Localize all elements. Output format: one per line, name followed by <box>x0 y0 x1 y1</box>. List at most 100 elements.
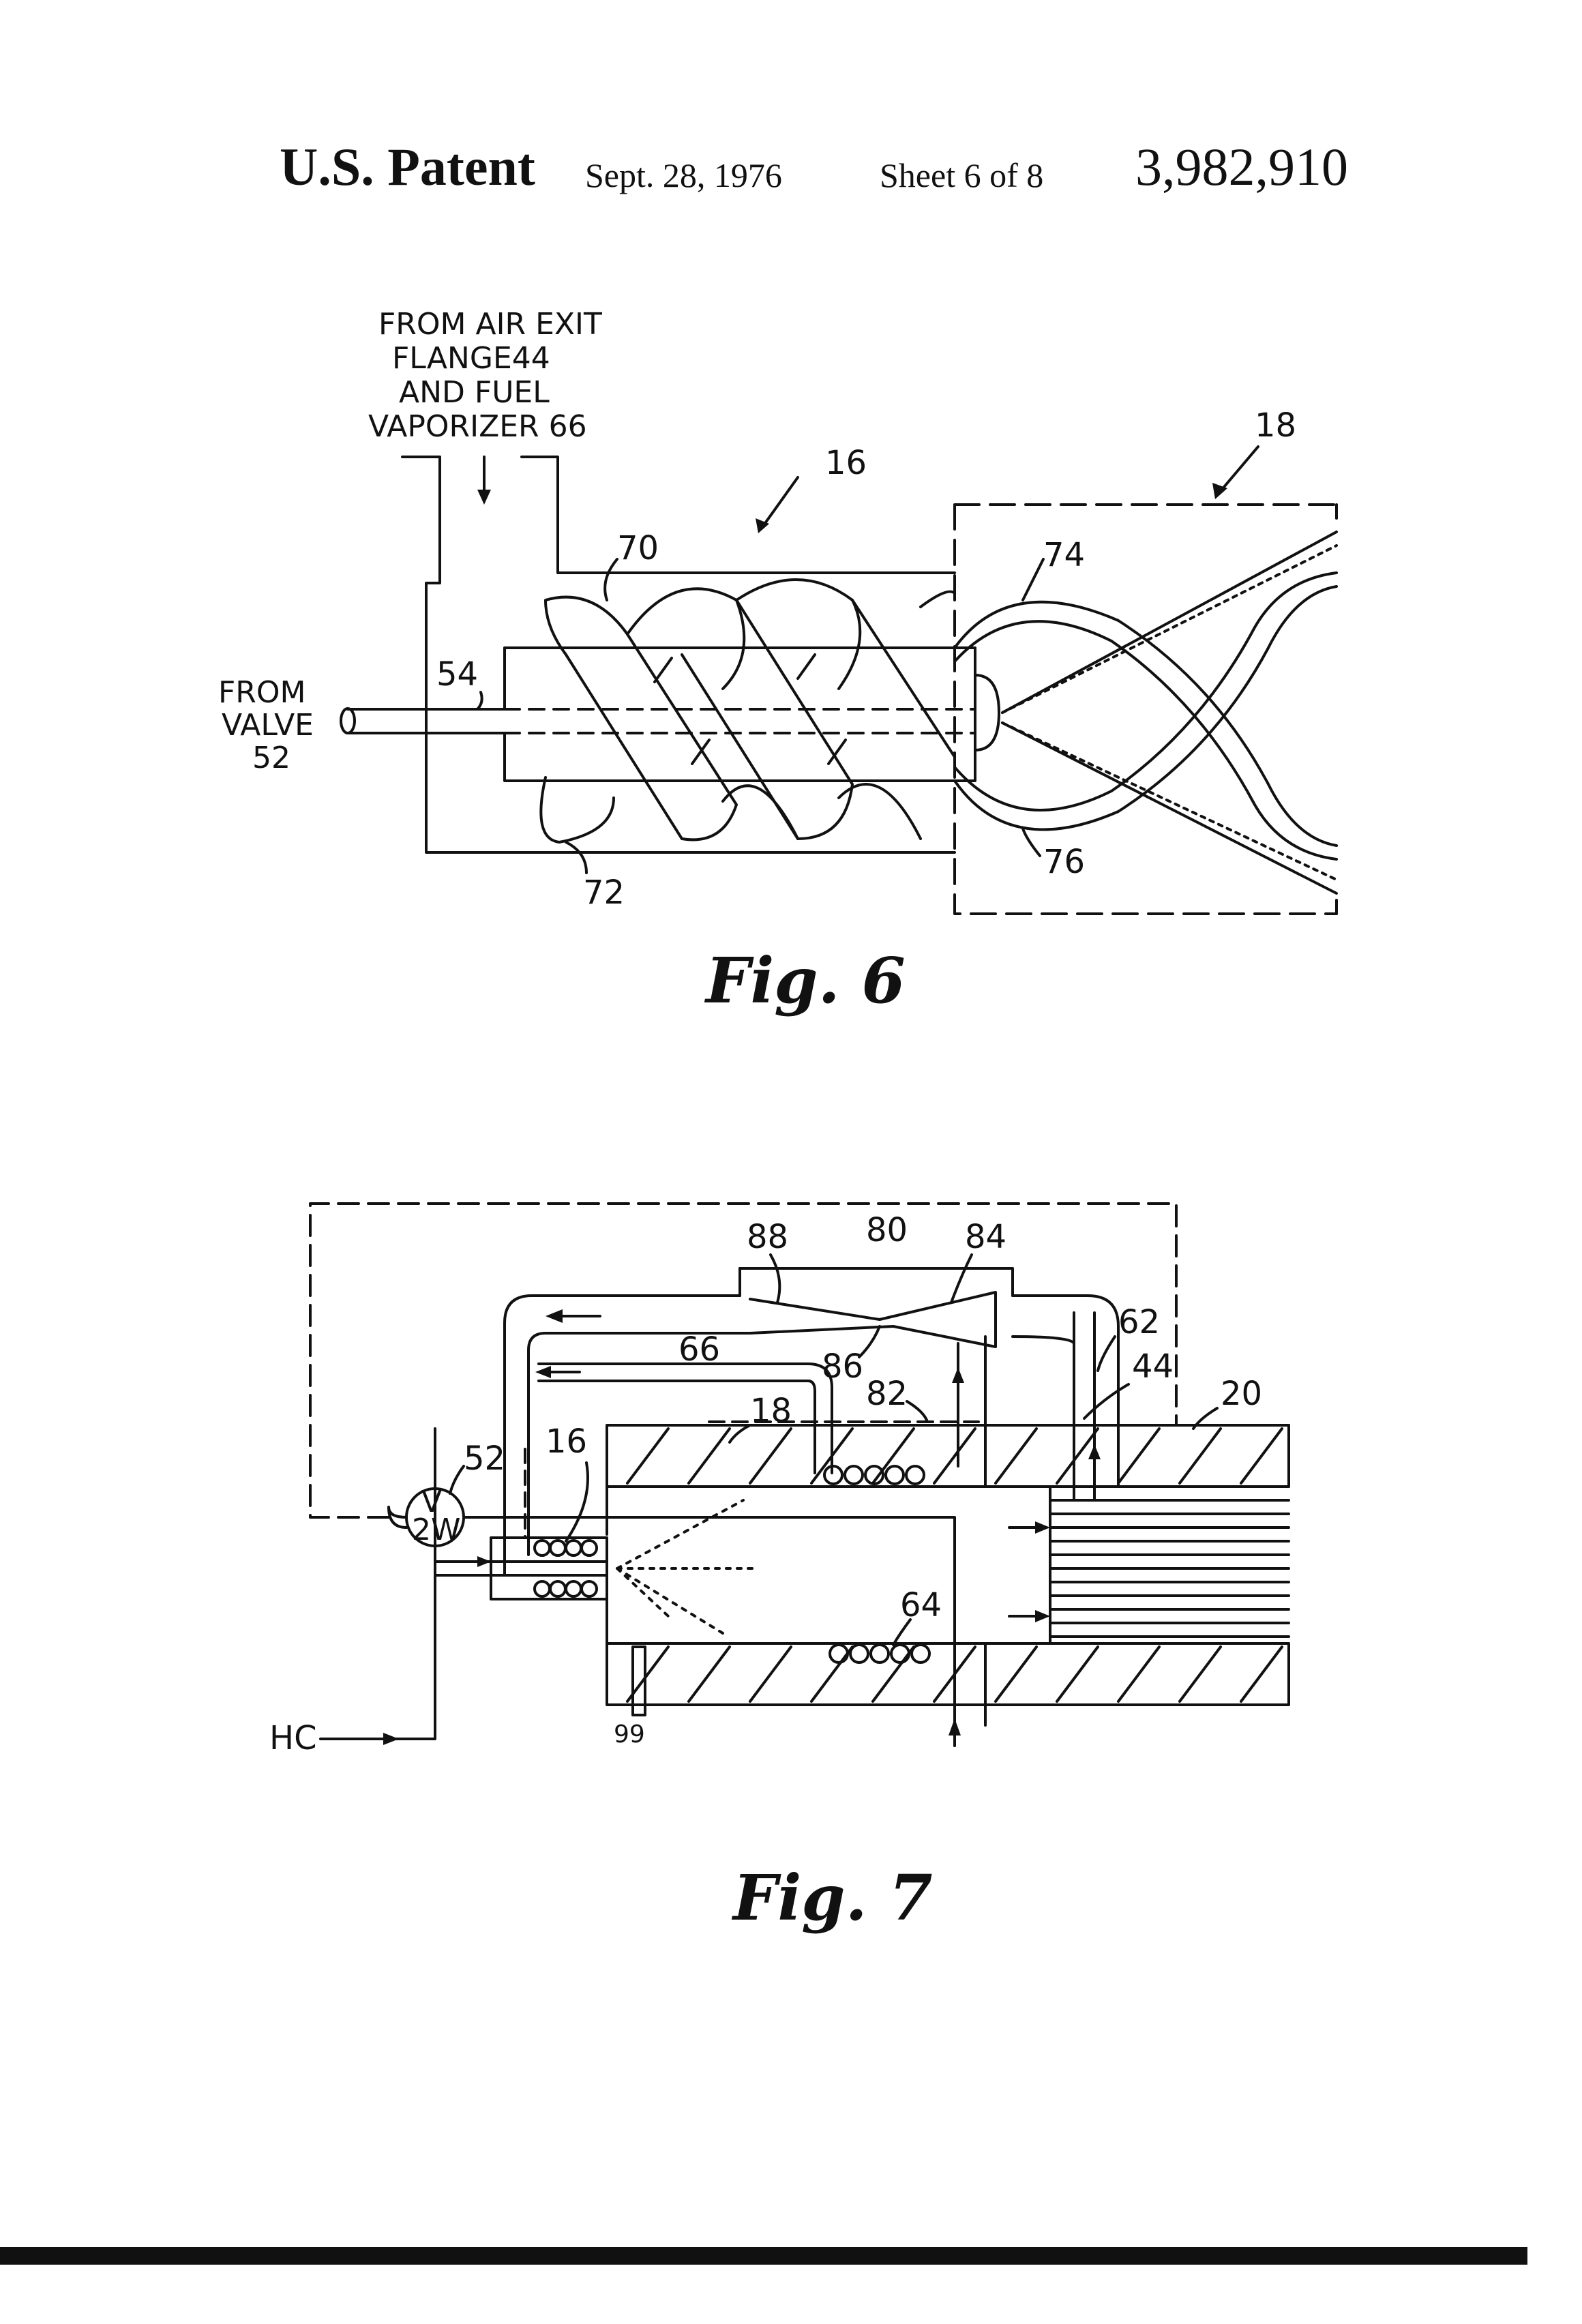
fig7-hx-plates <box>1050 1500 1289 1637</box>
fig7-ref-62: 62 <box>1118 1303 1160 1341</box>
fig7-wall-20 <box>1118 1425 1289 1487</box>
fig6-note-line1: FROM AIR EXIT <box>378 307 602 342</box>
fig7-ref-88: 88 <box>747 1218 788 1256</box>
fig6-drawing: FROM AIR EXIT FLANGE44 AND FUEL VAPORIZE… <box>218 307 1337 1017</box>
fig6-leader-70 <box>605 559 617 600</box>
fig6-ref-74: 74 <box>1043 536 1085 574</box>
fig6-note-line3: AND FUEL <box>399 375 550 410</box>
fig7-caption: Fig. 7 <box>731 1861 933 1935</box>
fig7-burner-coil-5 <box>535 1581 550 1596</box>
fig6-ref-72: 72 <box>583 874 625 912</box>
fig6-valve-pipe-end <box>341 709 355 733</box>
fig6-leader-76 <box>1023 829 1040 856</box>
fig7-ref-52: 52 <box>464 1440 505 1478</box>
fig7-leader-16 <box>566 1463 588 1541</box>
fig7-hc-line <box>320 1546 435 1739</box>
fig6-swirl-74a <box>955 602 1337 846</box>
fig6-leader-54 <box>477 692 482 709</box>
fig7-ref-20: 20 <box>1221 1375 1262 1413</box>
fig7-coil-64-4 <box>891 1645 909 1663</box>
fig6-note-line4: VAPORIZER 66 <box>368 409 587 444</box>
fig7-hx-arrowhead-1 <box>1035 1521 1050 1534</box>
fig7-leader-44 <box>1084 1384 1129 1418</box>
fig6-from-valve-line2: VALVE <box>222 708 314 743</box>
fig7-ref-44: 44 <box>1132 1347 1174 1386</box>
fig7-up-arrowhead <box>952 1367 964 1383</box>
fig7-ref-84: 84 <box>965 1218 1006 1256</box>
fig7-hx-arrowhead-2 <box>1035 1610 1050 1622</box>
fig6-leader-74 <box>1023 559 1043 600</box>
fig6-hatch-2 <box>798 655 815 679</box>
fig7-flow-arrowhead-66 <box>535 1366 551 1378</box>
fig7-burner-coil-1 <box>535 1540 550 1555</box>
fig6-leader-16 <box>764 477 798 525</box>
fig7-flow-arrowhead-top <box>546 1309 563 1323</box>
fig6-housing <box>402 457 955 852</box>
fig7-spray <box>617 1500 757 1633</box>
fig7-leader-82 <box>907 1401 927 1422</box>
fig6-swirl-76b <box>955 573 1337 810</box>
fig7-fuel-arrowhead <box>477 1556 491 1567</box>
fig7-ref-64: 64 <box>900 1586 942 1624</box>
fig7-burner-coil-2 <box>550 1540 565 1555</box>
fig7-valve-to-lower-probe <box>464 1517 955 1746</box>
fig7-leader-18 <box>730 1425 750 1442</box>
fig6-hatch-1 <box>655 658 672 682</box>
fig7-up-arrowhead-2 <box>1088 1444 1101 1459</box>
fig7-outlet-pipe-inner <box>1013 1337 1074 1343</box>
fig7-ref-80: 80 <box>866 1211 908 1249</box>
fig6-leader-18 <box>1221 447 1258 491</box>
fig6-ref-16: 16 <box>825 444 867 482</box>
fig7-probe-arrowhead <box>949 1718 961 1735</box>
fig7-coil-64-2 <box>850 1645 868 1663</box>
fig7-leader-88 <box>771 1255 779 1302</box>
fig7-coil-top-5 <box>906 1466 924 1484</box>
fig6-from-valve-line1: FROM <box>218 675 305 710</box>
fig6-ref-76: 76 <box>1043 843 1085 881</box>
fig7-ref-99: 99 <box>614 1720 645 1748</box>
fig7-ref-86: 86 <box>822 1347 863 1386</box>
fig7-coil-64-5 <box>912 1645 929 1663</box>
fig7-burner-coil-7 <box>566 1581 581 1596</box>
fig6-ref-18: 18 <box>1255 406 1296 445</box>
fig7-burner-coil-8 <box>582 1581 597 1596</box>
fig7-ref-18: 18 <box>750 1392 792 1430</box>
fig7-leader-84 <box>951 1255 972 1302</box>
fig6-ref-54: 54 <box>436 655 478 694</box>
fig7-coil-top-4 <box>886 1466 904 1484</box>
fig7-riser-44 <box>1074 1313 1094 1500</box>
bottom-scan-border <box>0 2247 1527 2265</box>
fig7-leader-62 <box>1098 1337 1115 1371</box>
fig6-inlet-arrowhead <box>477 490 491 505</box>
fig6-vane-1 <box>546 597 736 840</box>
fig7-dashed-boundary <box>310 1204 1176 1517</box>
fig6-vane-3 <box>682 600 852 839</box>
fig7-coil-top-2 <box>845 1466 863 1484</box>
fig7-burner-coil-6 <box>550 1581 565 1596</box>
fig6-vane-4-top <box>736 580 860 689</box>
fig7-ref-16: 16 <box>546 1422 587 1461</box>
fig7-coil-64-1 <box>830 1645 848 1663</box>
fig7-hc-label: HC <box>269 1719 317 1757</box>
fig6-exit-ring <box>975 675 999 750</box>
fig6-from-valve-line3: 52 <box>252 741 290 775</box>
fig7-valve-actuator <box>389 1507 406 1528</box>
fig6-vane-2-top <box>627 589 744 689</box>
fig7-burner-coil-3 <box>566 1540 581 1555</box>
fig7-ref-66: 66 <box>678 1330 720 1369</box>
fig6-caption: Fig. 6 <box>704 944 906 1017</box>
fig7-fuel-line-in <box>436 1562 607 1575</box>
fig7-upper-wall-hatch <box>627 1429 1282 1483</box>
fig7-hc-arrowhead <box>383 1733 399 1745</box>
fig6-leader-72 <box>566 842 586 873</box>
fig7-drawing: V 2W HC 88 80 84 62 44 66 86 82 20 18 16… <box>269 1204 1289 1935</box>
fig7-leader-86 <box>859 1326 880 1357</box>
fig7-leader-52 <box>450 1466 464 1493</box>
fig7-burner-coil-4 <box>582 1540 597 1555</box>
fig6-ref-70: 70 <box>617 529 659 567</box>
fig6-vane-6 <box>921 592 955 608</box>
fig6-note-line2: FLANGE44 <box>392 341 550 376</box>
fig6-vane-lower-left <box>541 777 614 842</box>
fig7-coil-64-3 <box>871 1645 889 1663</box>
